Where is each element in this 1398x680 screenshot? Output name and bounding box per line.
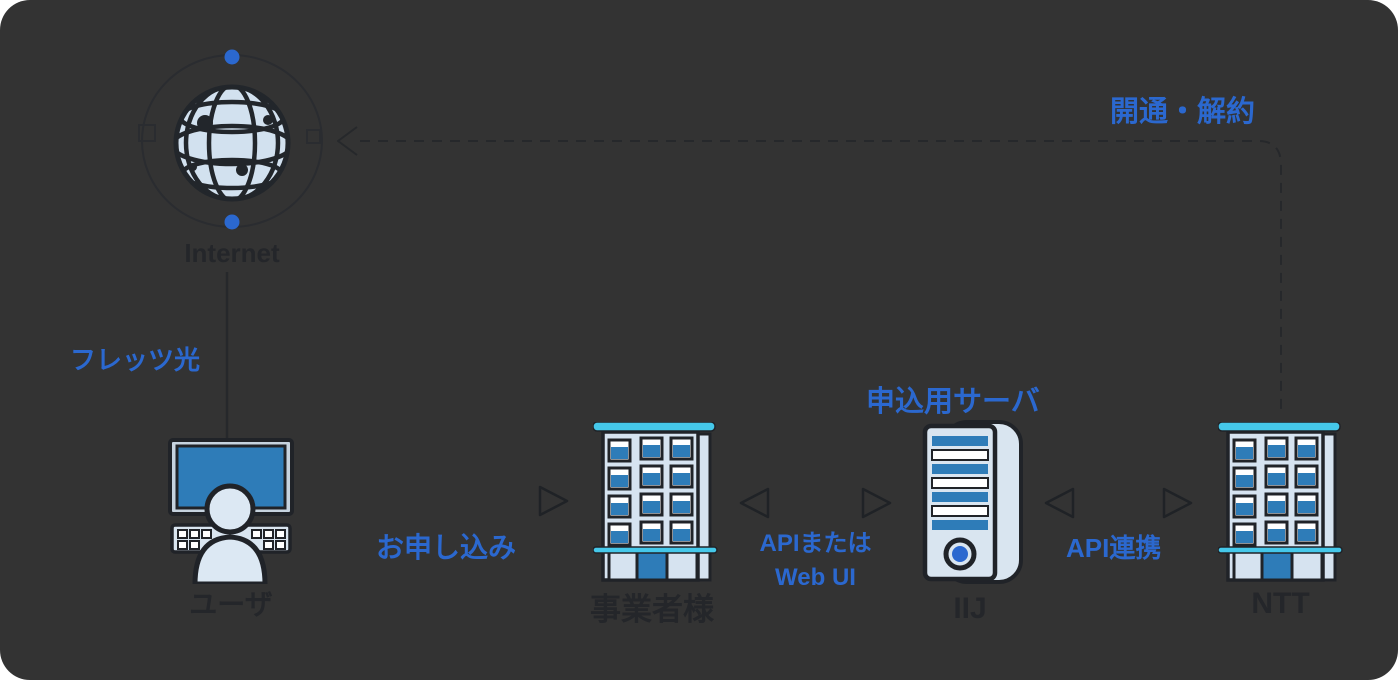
blue-node-bottom xyxy=(224,214,240,230)
arrow-left-icon xyxy=(737,486,771,520)
arrow-right-icon xyxy=(1161,486,1195,520)
api-webui-label: APIまたは Web UI xyxy=(743,527,888,595)
server-label: IIJ xyxy=(953,592,987,625)
kaitsu-kaiyaku-label: 開通・解約 xyxy=(1110,96,1256,128)
user-at-computer-icon xyxy=(168,438,294,584)
application-server-title: 申込用サーバ xyxy=(866,386,1040,418)
arrow-left-icon xyxy=(1042,486,1076,520)
api-webui-line1: APIまたは xyxy=(759,530,872,557)
office-building-icon xyxy=(593,422,718,582)
operator-label: 事業者様 xyxy=(590,592,714,627)
internet-label: Internet xyxy=(184,238,280,268)
globe-icon xyxy=(138,49,323,230)
arrow-right-icon xyxy=(537,484,571,518)
fletts-hikari-label: フレッツ光 xyxy=(70,345,201,375)
api-renkei-label: API連携 xyxy=(1066,533,1162,563)
server-tower-icon xyxy=(922,420,1023,584)
moushikomi-label: お申し込み xyxy=(376,532,517,563)
user-label: ユーザ xyxy=(189,589,273,620)
ntt-label: NTT xyxy=(1251,587,1310,620)
office-building-icon xyxy=(1218,422,1343,582)
api-webui-line2: Web UI xyxy=(775,564,856,591)
blue-node-top xyxy=(224,49,240,65)
arrow-right-icon xyxy=(860,486,894,520)
